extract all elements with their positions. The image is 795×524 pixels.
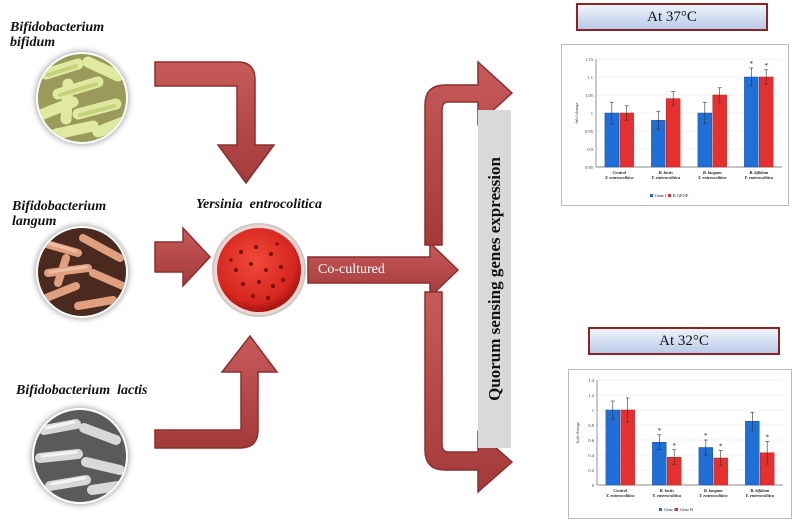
arrow-bifidum <box>155 62 274 183</box>
y-tick-label: 0.95 <box>585 129 594 134</box>
y-tick-label: 1.15 <box>585 57 594 62</box>
significance-star: * <box>719 443 723 451</box>
qs-label: Quorum sensing genes expression <box>485 157 505 401</box>
y-tick-label: 1 <box>592 408 594 413</box>
category-sublabel: Y. enterocolitica <box>606 493 635 498</box>
category-sublabel: Y. enterocolitica <box>698 175 727 180</box>
label-yersinia: Yersinia entrocolitica <box>196 197 322 212</box>
significance-star: * <box>750 60 754 68</box>
legend-swatch <box>668 194 671 197</box>
y-tick-label: 0 <box>592 483 595 488</box>
y-tick-label: 0.6 <box>588 438 594 443</box>
y-tick-label: 1.1 <box>587 75 593 80</box>
y-tick-label: 0.85 <box>585 165 594 170</box>
category-sublabel: Y. enterocolitica <box>652 493 681 498</box>
y-tick-label: 0.9 <box>587 147 593 152</box>
y-axis-label: fold change <box>575 422 580 443</box>
label-lactis: Bifidobacterium lactis <box>16 383 147 398</box>
category-sublabel: Y. enterocolitica <box>745 493 774 498</box>
petri-dish <box>211 222 307 318</box>
y-tick-label: 1.2 <box>588 393 594 398</box>
bar <box>666 99 680 167</box>
significance-star: * <box>765 434 769 442</box>
y-tick-label: 1 <box>591 111 593 116</box>
legend-swatch <box>675 508 678 511</box>
y-tick-label: 1.05 <box>585 93 594 98</box>
bar <box>759 77 773 167</box>
significance-star: * <box>704 432 708 440</box>
bifidum-micrograph <box>38 54 126 142</box>
significance-star: * <box>658 427 662 435</box>
y-tick-label: 1.4 <box>588 378 594 383</box>
cocultured-label: Co-cultured <box>318 262 385 278</box>
y-tick-label: 0.8 <box>588 423 594 428</box>
arrow-lactis <box>155 336 277 448</box>
legend-label: Gene I <box>664 507 676 512</box>
legend-swatch <box>650 194 653 197</box>
significance-star: * <box>672 442 676 450</box>
category-sublabel: Y. enterocolitica <box>699 493 728 498</box>
temp-32-box: At 32°C <box>588 327 780 355</box>
lactis-micrograph <box>34 410 126 502</box>
temp-37-box: At 37°C <box>576 3 768 31</box>
legend-label: Gene R <box>680 507 693 512</box>
legend-label: R GENE <box>673 193 689 198</box>
legend-swatch <box>659 508 662 511</box>
bar <box>606 410 620 485</box>
category-sublabel: Y. enterocolitica <box>744 175 773 180</box>
arrow-langum <box>155 228 210 286</box>
label-bifidum: Bifidobacterium bifidum <box>10 20 104 50</box>
langum-micrograph <box>38 228 126 316</box>
significance-star: * <box>764 62 768 70</box>
bar <box>713 95 727 167</box>
y-tick-label: 0.2 <box>588 468 594 473</box>
label-langum: Bifidobacterium langum <box>12 199 106 229</box>
category-sublabel: Y. enterocolitica <box>605 175 634 180</box>
bar <box>745 421 759 485</box>
category-sublabel: Y. enterocolitica <box>651 175 680 180</box>
legend-label: Gene I <box>655 193 667 198</box>
y-tick-label: 0.4 <box>588 453 594 458</box>
bar <box>620 113 634 167</box>
bar <box>744 77 758 167</box>
y-axis-label: fold change <box>574 102 579 123</box>
qs-label-wrap: Quorum sensing genes expression <box>478 110 511 448</box>
